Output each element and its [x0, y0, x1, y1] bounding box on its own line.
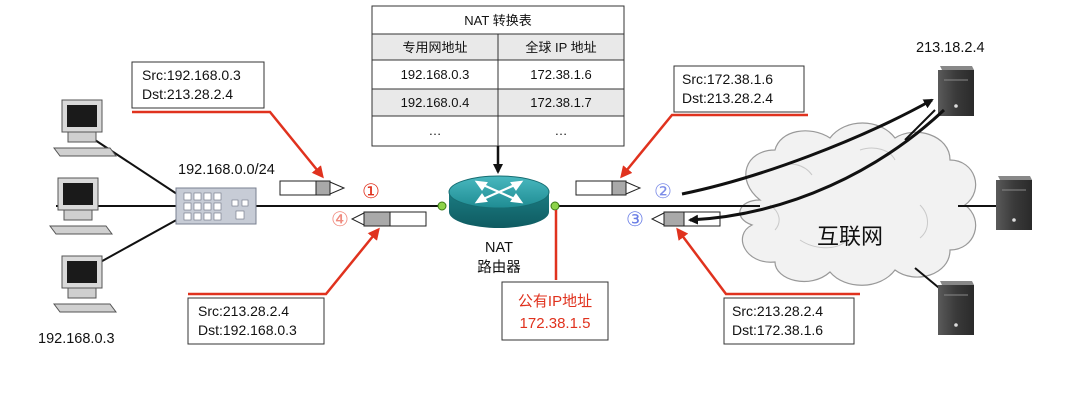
nat-table-cell: …	[429, 123, 442, 138]
packet-2-callout: Src:172.38.1.6 Dst:213.28.2.4	[673, 65, 805, 113]
router-label-line2: 路由器	[477, 259, 521, 276]
public-ip-callout: 公有IP地址 172.38.1.5	[501, 281, 609, 341]
nat-table-cell: …	[555, 123, 568, 138]
nat-table-title: NAT 转换表	[464, 13, 531, 28]
switch-icon	[175, 187, 257, 225]
router-private-port	[437, 201, 447, 211]
packet-2-dst: Dst:213.28.2.4	[682, 90, 773, 106]
inbound-flow-arrow	[688, 108, 946, 225]
packet-4-src: Src:213.28.2.4	[198, 303, 289, 319]
server-icon	[938, 66, 974, 116]
outbound-flow-arrow	[681, 98, 934, 196]
nat-table-cell: 192.168.0.3	[401, 67, 470, 82]
packet-1-callout: Src:192.168.0.3 Dst:213.28.2.4	[131, 61, 265, 109]
packet-3-pointer	[676, 227, 860, 296]
nat-table-header-global: 全球 IP 地址	[525, 40, 596, 55]
packet-4-icon	[350, 211, 427, 227]
nat-table-header-private: 专用网地址	[402, 40, 467, 55]
packet-1-src: Src:192.168.0.3	[142, 67, 241, 83]
server-icon	[996, 176, 1032, 230]
router-label-line1: NAT	[485, 240, 513, 256]
step-2-label: ②	[654, 181, 672, 203]
step-3-label: ③	[626, 209, 644, 231]
server-ip-label: 213.18.2.4	[916, 40, 985, 56]
packet-3-src: Src:213.28.2.4	[732, 303, 823, 319]
subnet-label: 192.168.0.0/24	[178, 162, 275, 178]
nat-table: NAT 转换表 专用网地址 全球 IP 地址 192.168.0.3 172.3…	[371, 5, 625, 147]
host-ip-label: 192.168.0.3	[38, 331, 115, 347]
packet-4-callout: Src:213.28.2.4 Dst:192.168.0.3	[187, 297, 325, 345]
packet-2-icon	[575, 180, 642, 196]
packet-1-pointer	[132, 110, 324, 179]
packet-4-pointer	[188, 227, 380, 296]
public-ip-title: 公有IP地址	[518, 293, 592, 310]
network-links	[56, 109, 1000, 293]
internet-cloud: 互联网	[739, 122, 977, 286]
step-4-label: ④	[331, 209, 349, 231]
packet-2-src: Src:172.38.1.6	[682, 71, 773, 87]
packet-3-dst: Dst:172.38.1.6	[732, 322, 823, 338]
computer-icon	[53, 255, 117, 313]
packet-3-callout: Src:213.28.2.4 Dst:172.38.1.6	[723, 297, 855, 345]
router-public-port	[550, 201, 560, 211]
nat-table-cell: 172.38.1.7	[530, 95, 591, 110]
computer-icon	[49, 177, 113, 235]
server-icon	[938, 281, 974, 335]
internet-label: 互联网	[817, 224, 883, 249]
packet-4-dst: Dst:192.168.0.3	[198, 322, 297, 338]
nat-table-cell: 172.38.1.6	[530, 67, 591, 82]
packet-2-pointer	[620, 113, 808, 179]
packet-1-dst: Dst:213.28.2.4	[142, 86, 233, 102]
computer-icon	[53, 99, 117, 157]
packet-1-icon	[279, 180, 346, 196]
nat-table-cell: 192.168.0.4	[401, 95, 470, 110]
nat-router-icon	[448, 175, 550, 228]
step-1-label: ①	[362, 181, 380, 203]
public-ip-value: 172.38.1.5	[520, 315, 591, 332]
